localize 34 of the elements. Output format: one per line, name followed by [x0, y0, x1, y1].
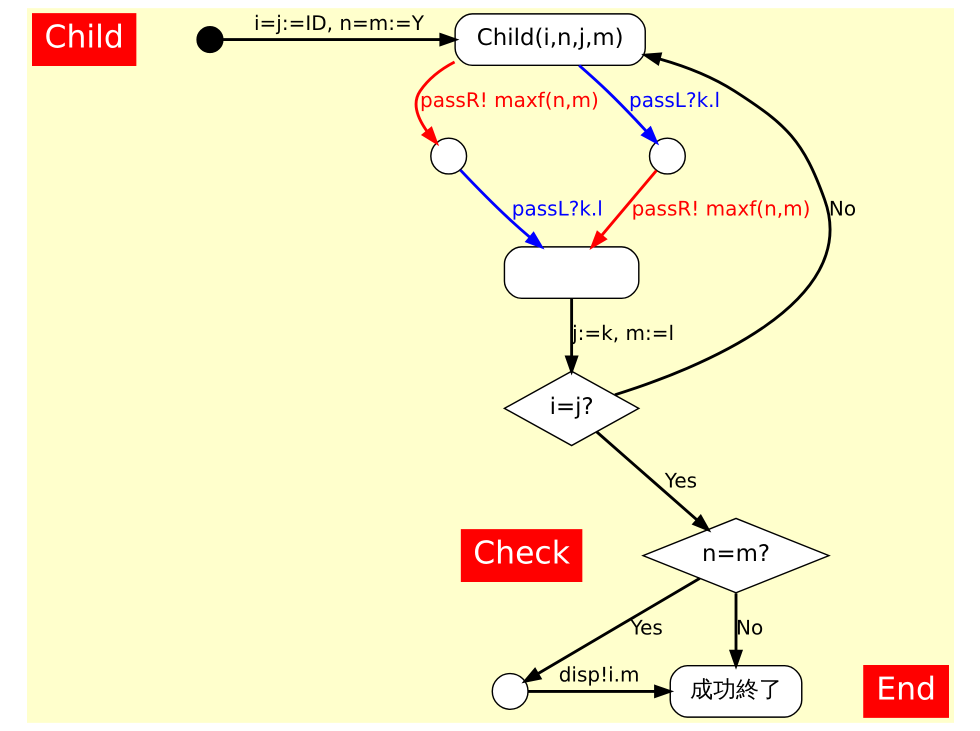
arrow: [414, 60, 455, 146]
arrow: [595, 430, 711, 532]
node-circle: [648, 138, 686, 175]
arrow: [528, 684, 674, 698]
node-circle: [491, 672, 528, 710]
node-circle: [196, 26, 224, 54]
node-diamond: n=m?: [640, 518, 830, 594]
edge-label: No: [828, 196, 856, 221]
node-box: End: [862, 664, 948, 718]
edge-label: Yes: [630, 616, 662, 640]
edge-label: passR! maxf(n,m): [420, 88, 598, 112]
node-box: 成功終了: [669, 664, 802, 718]
node-diamond: i=j?: [502, 370, 640, 446]
edge-label: passL?k.l: [628, 88, 720, 112]
edge-label: No: [735, 616, 763, 640]
edge-label: j:=k, m:=l: [572, 321, 674, 346]
arrow: [222, 32, 459, 47]
node-box: Child: [32, 13, 136, 66]
node-box: [503, 246, 640, 300]
arrow: [458, 169, 544, 250]
edge-label: passL?k.l: [511, 196, 602, 221]
edge-label: i=j:=ID, n=m:=Y: [253, 10, 424, 35]
arrow: [614, 52, 831, 396]
edge-label: passR! maxf(n,m): [631, 196, 810, 221]
node-box: Child(i,n,j,m): [454, 13, 646, 66]
arrow: [520, 577, 700, 684]
node-circle: [430, 138, 467, 175]
arrow: [578, 64, 659, 146]
node-box: Check: [460, 529, 582, 582]
edge-label: disp!i.m: [558, 662, 640, 687]
arrow: [588, 170, 657, 250]
arrow: [564, 298, 578, 376]
edge-label: Yes: [664, 468, 697, 492]
arrow: [728, 593, 743, 670]
